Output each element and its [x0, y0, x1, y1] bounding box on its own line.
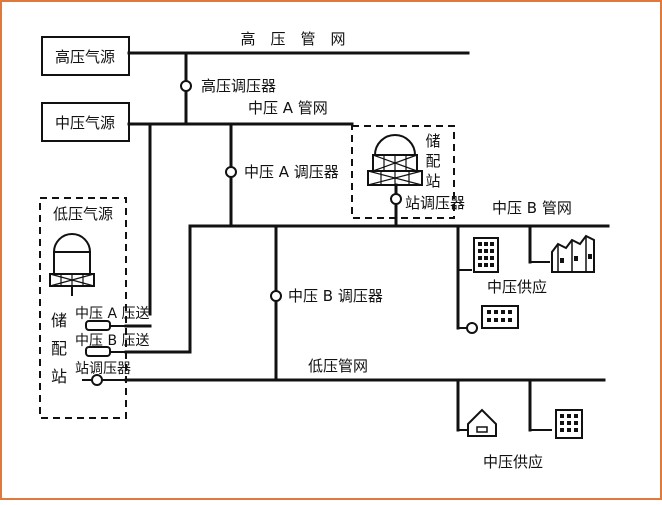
hp-regulator-icon — [180, 80, 192, 92]
mpb-network-label: 中压 B 管网 — [492, 199, 572, 217]
mpa-regulator-icon — [225, 166, 237, 178]
hp-network-label: 高 压 管 网 — [240, 30, 345, 48]
mp-source-label: 中压气源 — [55, 114, 115, 132]
mp-gas-holder-icon — [367, 134, 423, 186]
mp-storage-dashed-box — [351, 125, 455, 219]
storage-top-char-2: 配 — [425, 152, 440, 170]
mpa-regulator-label: 中压 A 调压器 — [244, 163, 339, 181]
mpb-regulator-icon — [270, 290, 282, 302]
hp-source-label: 高压气源 — [55, 48, 115, 66]
lp-source-label: 低压气源 — [53, 205, 113, 223]
station-regulator-left-icon — [91, 374, 103, 386]
storage-left-char-1: 储 — [51, 311, 67, 330]
hp-source-box — [41, 36, 130, 76]
storage-top-char-1: 储 — [425, 132, 440, 150]
lp-network-label: 低压管网 — [308, 357, 368, 375]
storage-left-char-3: 站 — [51, 367, 67, 386]
mp-source-box — [41, 102, 130, 142]
station-regulator-top-label: 站调压器 — [405, 194, 465, 212]
mpa-network-label: 中压 A 管网 — [248, 99, 328, 117]
office-building-icon — [473, 237, 499, 273]
house-icon — [467, 408, 497, 437]
storage-top-char-3: 站 — [425, 172, 440, 190]
tower-building-icon — [555, 409, 583, 439]
mpb-send-label: 中压 B 压送 — [75, 333, 150, 349]
mp-supply-lower-label: 中压供应 — [483, 453, 543, 471]
storage-left-char-2: 配 — [51, 339, 67, 358]
mp-supply-upper-label: 中压供应 — [487, 278, 547, 296]
station-regulator-top-icon — [390, 193, 402, 205]
compressor-b-icon — [85, 346, 111, 357]
station-regulator-left-label: 站调压器 — [75, 361, 131, 377]
mpa-send-label: 中压 A 压送 — [75, 306, 149, 322]
supply-regulator-icon — [466, 322, 478, 334]
lp-storage-dashed-box — [39, 197, 127, 419]
lp-gas-holder-icon — [49, 233, 95, 287]
mpb-regulator-label: 中压 B 调压器 — [288, 287, 383, 305]
factory-icon — [551, 234, 595, 273]
apartment-building-icon — [481, 305, 519, 329]
compressor-a-icon — [85, 320, 111, 331]
hp-regulator-label: 高压调压器 — [201, 77, 276, 95]
